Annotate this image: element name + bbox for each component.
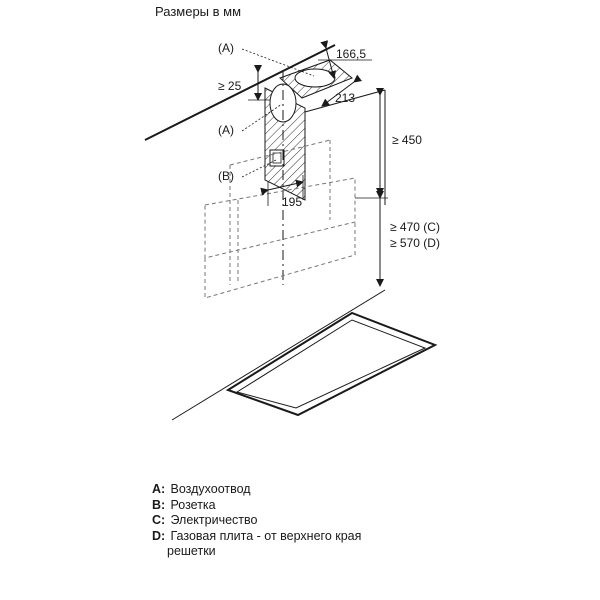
legend-item-c: C: Электричество xyxy=(152,513,361,529)
dim-195-label: 195 xyxy=(282,195,302,209)
hob-outer xyxy=(225,311,438,417)
dim-166-label: 166,5 xyxy=(336,47,366,61)
legend-item-b: B: Розетка xyxy=(152,498,361,514)
dim-166-line xyxy=(320,40,337,79)
callout-a-mid-leader xyxy=(241,103,283,132)
callout-a-top: (A) xyxy=(218,41,234,55)
dim-470-label: ≥ 470 (C) xyxy=(390,220,440,234)
wall-bottom-edge xyxy=(171,289,386,421)
ceiling-duct-opening xyxy=(294,68,336,88)
legend-text: Газовая плита - от верхнего края xyxy=(170,528,362,543)
legend-key: B: xyxy=(152,497,166,512)
chimney-top xyxy=(229,139,331,166)
legend: A: Воздухоотвод B: Розетка C: Электричес… xyxy=(152,482,361,560)
socket-inner xyxy=(272,152,282,164)
dim-195-line xyxy=(260,179,304,196)
callout-a-mid: (A) xyxy=(218,123,234,137)
dim-213-line xyxy=(321,74,362,107)
ceiling-line xyxy=(144,44,336,141)
legend-text: Воздухоотвод xyxy=(170,482,251,496)
legend-key: D: xyxy=(152,528,166,543)
page-title: Размеры в мм xyxy=(155,4,242,19)
hood-lower xyxy=(204,222,356,299)
dim-450-label: ≥ 450 xyxy=(392,133,422,147)
legend-key: A: xyxy=(152,482,166,496)
legend-item-d: D: Газовая плита - от верхнего края xyxy=(152,529,361,545)
legend-text: Электричество xyxy=(170,513,258,527)
dim-213-label: 213 xyxy=(335,91,355,105)
dim-25-label: ≥ 25 xyxy=(218,79,242,93)
hob-inner xyxy=(235,319,427,409)
legend-text: Розетка xyxy=(170,497,216,512)
dim-570-label: ≥ 570 (D) xyxy=(390,236,440,250)
legend-item-d-continuation: решетки xyxy=(167,544,216,558)
hood-canopy xyxy=(204,177,356,259)
legend-item-a: A: Воздухоотвод xyxy=(152,482,361,498)
callout-a-top-leader xyxy=(241,48,315,77)
callout-b: (B) xyxy=(218,169,234,183)
legend-key: C: xyxy=(152,513,166,527)
